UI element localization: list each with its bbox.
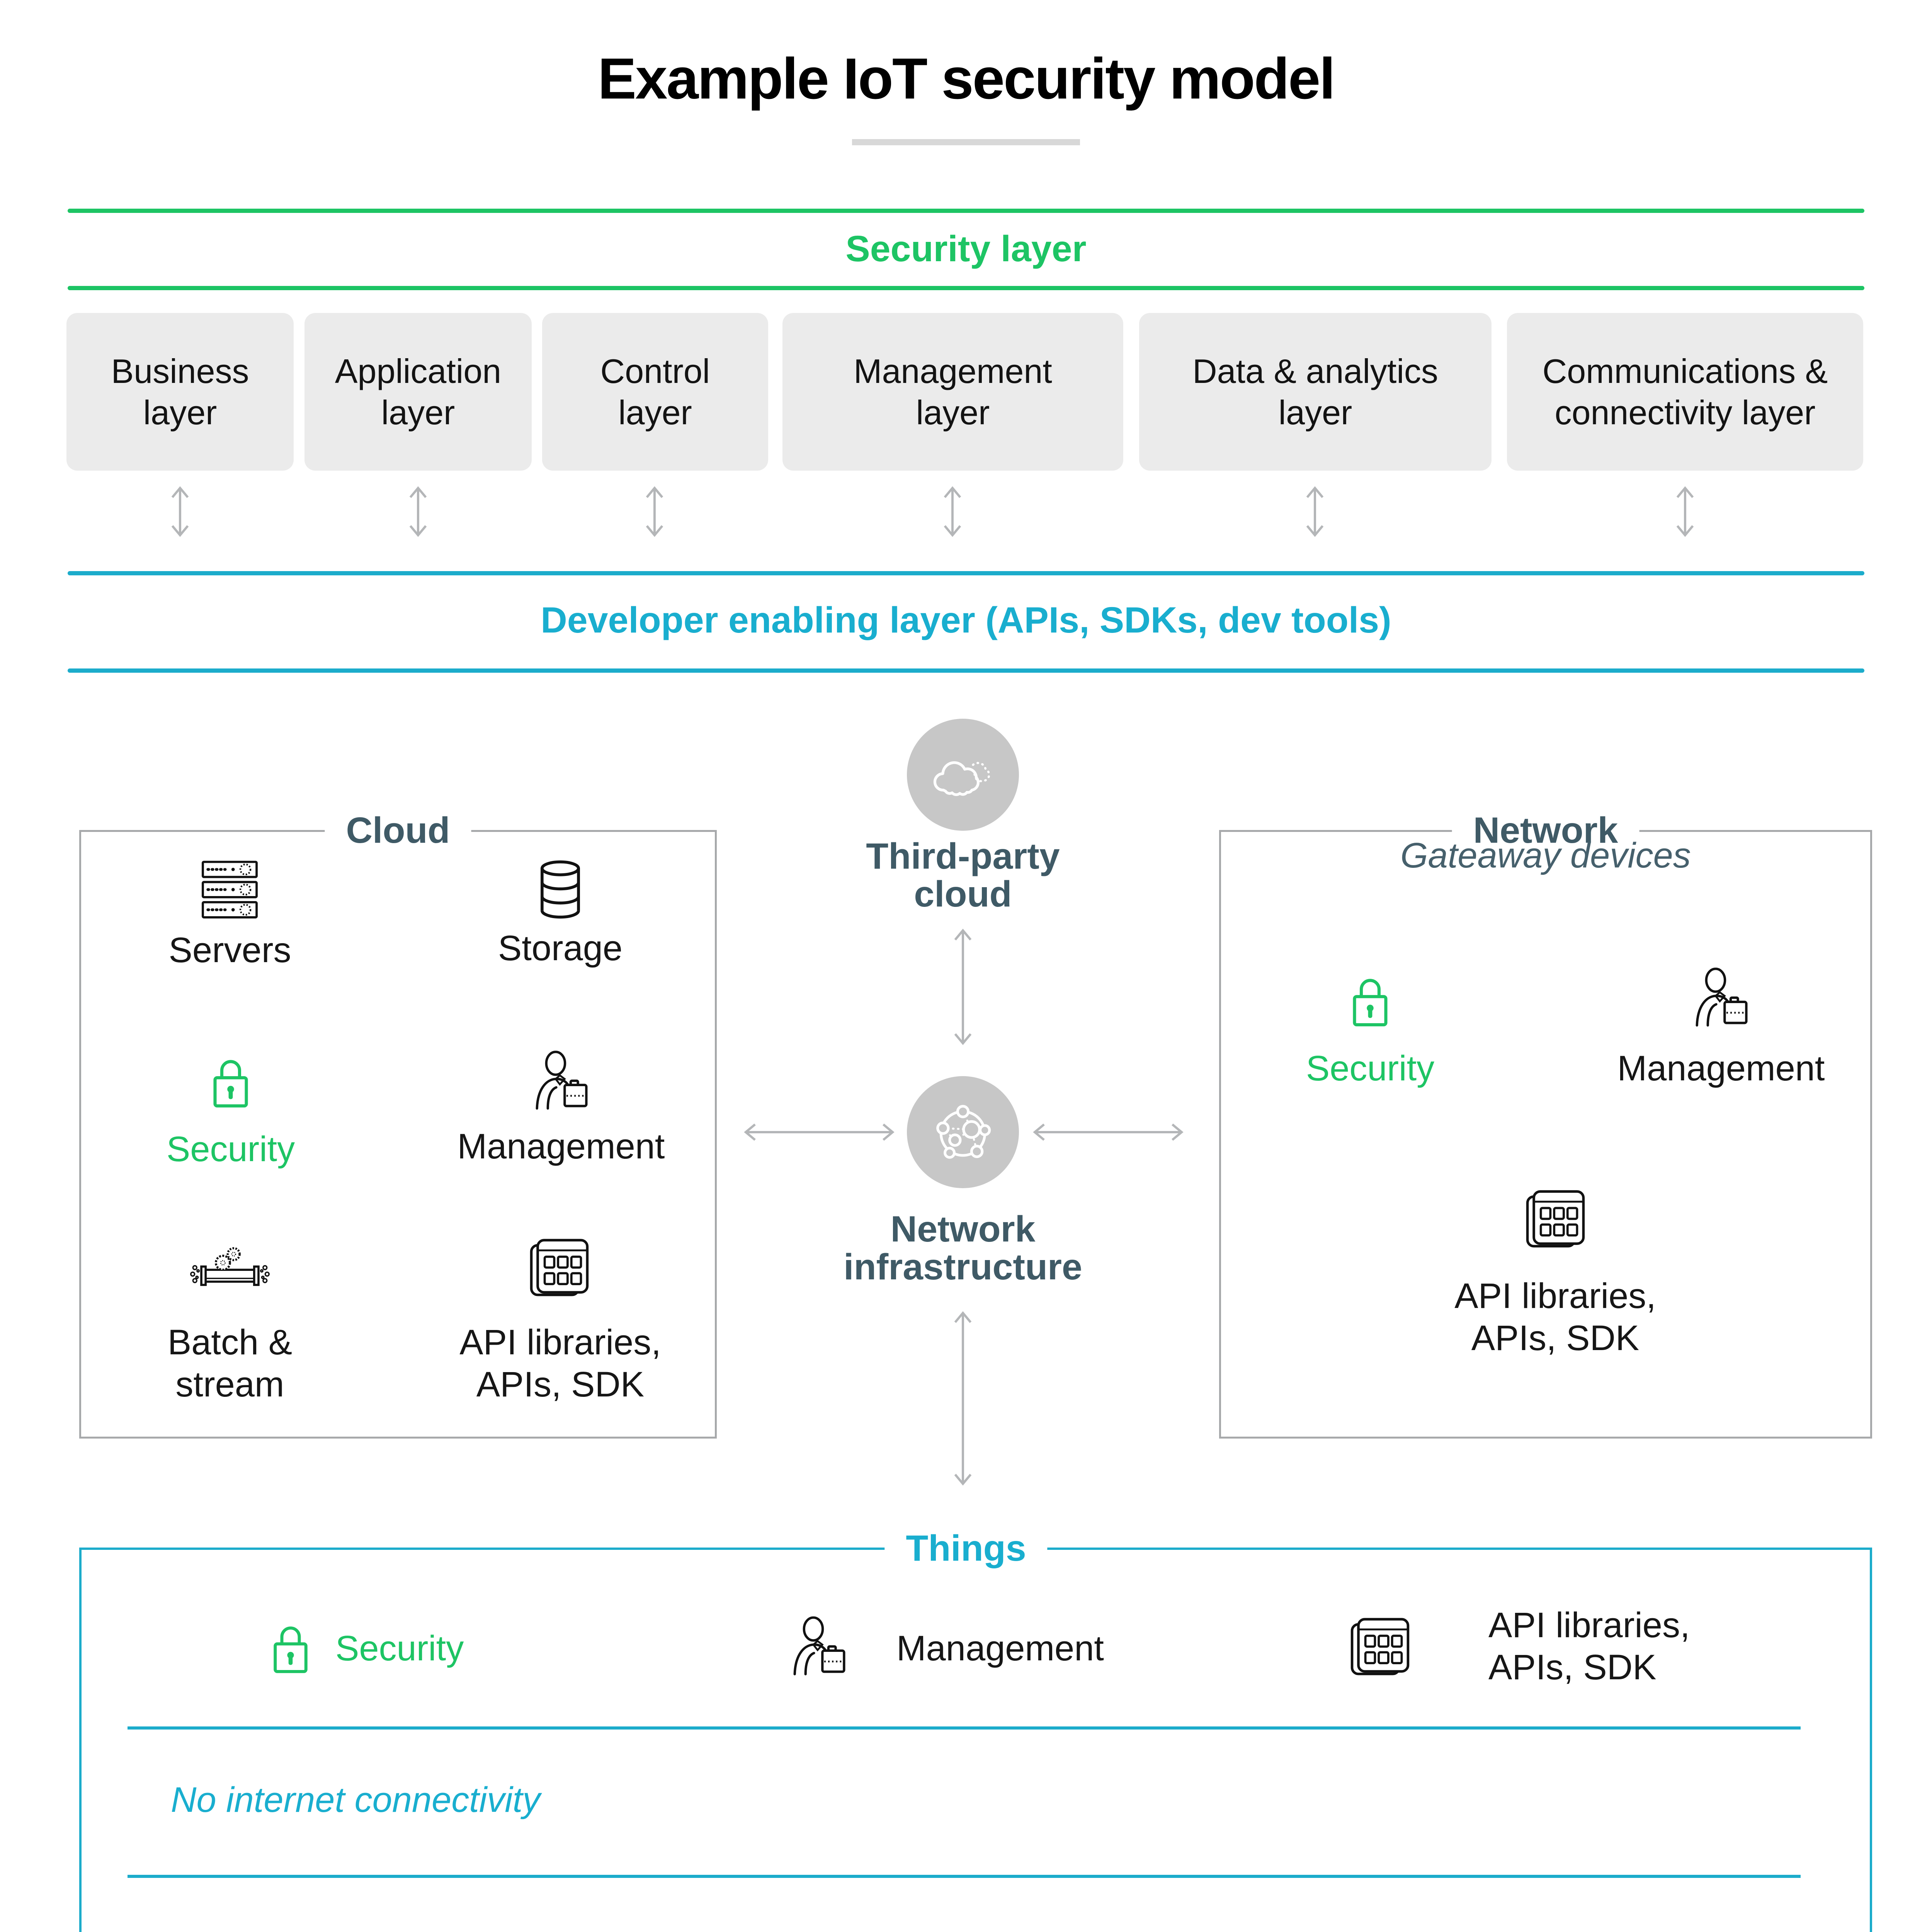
network-nodes-icon: [930, 1099, 996, 1165]
things-item-api-label: API libraries, APIs, SDK: [1488, 1605, 1690, 1687]
things-zone-divider: [128, 1875, 1801, 1878]
network-box-title: Network: [1452, 811, 1639, 850]
gateway-devices-subtitle: Gateaway devices: [1400, 836, 1691, 875]
layer-box-application: Application layer: [304, 313, 532, 471]
things-zone-divider: [128, 1726, 1801, 1730]
keypad-icon: [527, 1238, 591, 1299]
leftright-arrow-icon: [744, 1123, 895, 1141]
layer-box-data-analytics: Data & analytics layer: [1139, 313, 1492, 471]
cloud-box: [79, 830, 717, 1439]
padlock-icon: [270, 1620, 311, 1676]
servers-icon: [202, 861, 258, 919]
updown-arrow-icon: [1676, 486, 1694, 537]
security-layer-top-line: [68, 209, 1864, 213]
person-briefcase-icon: [530, 1051, 592, 1111]
developer-layer-bottom-line: [68, 668, 1864, 673]
things-box: [79, 1548, 1872, 1932]
network-item-api-label: API libraries, APIs, SDK: [1454, 1276, 1656, 1358]
layer-box-business: Business layer: [66, 313, 294, 471]
things-item-management-label: Management: [896, 1629, 1104, 1668]
cloud-item-api-label: API libraries, APIs, SDK: [459, 1323, 661, 1404]
updown-arrow-icon: [1306, 486, 1324, 537]
keypad-icon: [1348, 1617, 1412, 1678]
developer-layer-label: Developer enabling layer (APIs, SDKs, de…: [541, 600, 1391, 641]
security-layer-label: Security layer: [845, 228, 1087, 269]
padlock-icon: [210, 1054, 252, 1109]
cloud-item-storage-label: Storage: [498, 929, 623, 968]
cloud-icon: [927, 751, 999, 798]
person-briefcase-icon: [787, 1616, 850, 1677]
updown-arrow-icon: [646, 486, 663, 537]
cloud-box-title: Cloud: [325, 811, 471, 850]
title-underline-bar: [852, 139, 1080, 145]
updown-arrow-icon: [171, 486, 189, 537]
cloud-item-security-label: Security: [166, 1129, 295, 1169]
keypad-icon: [1524, 1189, 1587, 1250]
updown-arrow-icon: [954, 929, 972, 1045]
storage-icon: [537, 860, 583, 919]
cloud-item-management-label: Management: [457, 1127, 665, 1166]
updown-arrow-icon: [954, 1311, 972, 1486]
network-infrastructure-label: Network infrastructure: [844, 1209, 1082, 1287]
cloud-item-servers-label: Servers: [168, 930, 291, 970]
updown-arrow-icon: [944, 486, 961, 537]
third-party-cloud-circle: [907, 719, 1019, 831]
person-briefcase-icon: [1690, 968, 1752, 1028]
third-party-cloud-label: Third-party cloud: [866, 836, 1060, 915]
pipeline-icon: [189, 1245, 270, 1297]
padlock-icon: [1349, 973, 1391, 1028]
things-box-title: Things: [884, 1529, 1048, 1568]
developer-layer-top-line: [68, 571, 1864, 575]
layer-box-management: Management layer: [782, 313, 1123, 471]
network-item-management-label: Management: [1617, 1049, 1825, 1088]
cloud-item-batch-stream-label: Batch & stream: [167, 1323, 293, 1404]
leftright-arrow-icon: [1033, 1123, 1184, 1141]
layer-box-communications: Communications & connectivity layer: [1507, 313, 1863, 471]
no-internet-connectivity-label: No internet connectivity: [171, 1780, 541, 1820]
security-layer-bottom-line: [68, 286, 1864, 290]
things-item-security-label: Security: [335, 1629, 464, 1668]
network-item-security-label: Security: [1306, 1049, 1435, 1088]
page-title: Example IoT security model: [598, 46, 1335, 111]
network-infrastructure-circle: [907, 1076, 1019, 1188]
updown-arrow-icon: [409, 486, 427, 537]
layer-box-control: Control layer: [542, 313, 768, 471]
